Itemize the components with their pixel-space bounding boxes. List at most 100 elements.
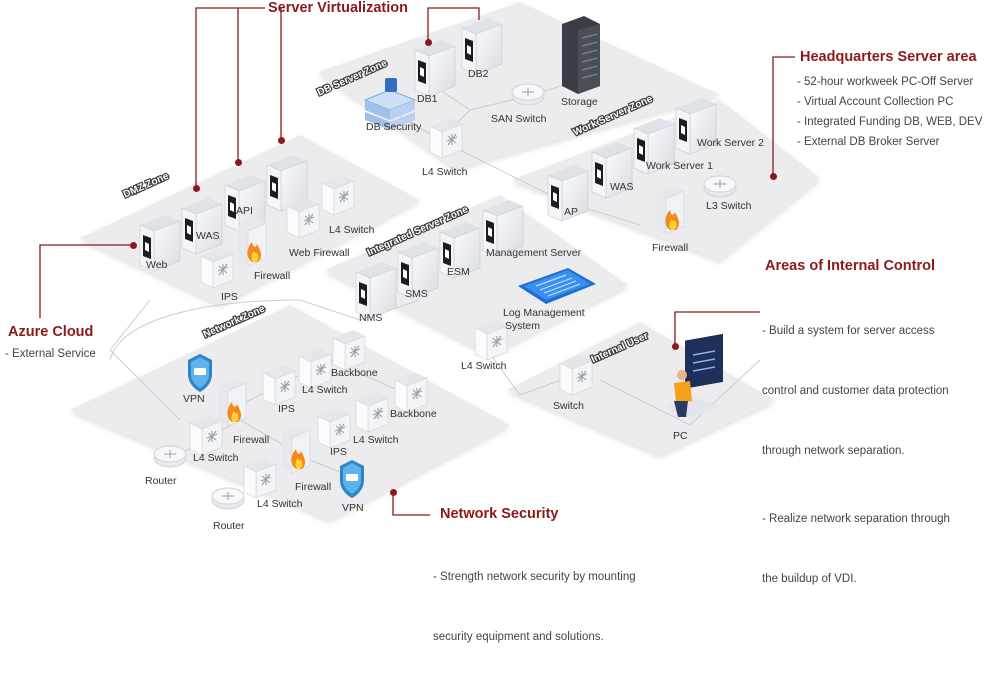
vpn-shield-icon [188,354,212,392]
server-icon [439,222,481,279]
callout-lines [39,7,795,516]
switch-icon [355,392,389,433]
azure-cloud-title: Azure Cloud [8,324,94,340]
firewall-icon [218,378,247,427]
server-icon [675,98,717,155]
label-l3-switch: L3 Switch [706,200,752,212]
server-icon [224,175,266,232]
label-l4-switch-int: L4 Switch [461,360,507,372]
internal-control-item: - Realize network separation through [762,513,950,525]
network-security-title: Network Security [440,506,559,522]
switch-icon [321,175,355,216]
label-l4-switch-dmz: L4 Switch [329,224,375,236]
internal-control-item: through network separation. [762,445,905,457]
server-icon [461,18,503,75]
label-web-firewall: Web Firewall [289,247,350,259]
label-db1: DB1 [417,93,438,105]
server-icon [355,262,397,319]
work-zone-platform [512,100,820,260]
callout-dot-internal [672,343,679,350]
label-firewall-work: Firewall [652,242,689,254]
callout-dot-network [390,489,397,496]
router-icon [703,175,737,198]
label-pc: PC [673,430,688,442]
network-security-item: security equipment and solutions. [433,631,604,643]
vpn-shield-icon [340,460,364,498]
label-san-switch: SAN Switch [491,113,547,125]
label-firewall-dmz: Firewall [254,270,291,282]
server-icon [139,215,181,272]
server-icon [266,155,308,212]
headquarters-item: - 52-hour workweek PC-Off Server [797,76,974,88]
label-ips-dmz: IPS [221,291,238,303]
switch-icon [286,198,320,239]
firewall-icon [282,425,311,474]
label-firewall-net-1: Firewall [233,434,270,446]
firewall-icon [656,186,685,235]
label-db-security: DB Security [366,121,422,133]
switch-icon [298,348,332,389]
internal-control-item: control and customer data protection [762,385,949,397]
label-management-server: Management Server [486,247,582,259]
label-l4-switch-net-2: L4 Switch [353,434,399,446]
switch-icon [332,330,366,371]
headquarters-list: - 52-hour workweek PC-Off Server - Virtu… [797,72,982,152]
label-was-dmz: WAS [196,230,220,242]
user-icon [677,370,687,380]
label-vpn-2: VPN [342,502,364,514]
callout-dot-dmz-server [278,137,285,144]
switch-icon [262,365,296,406]
label-backbone-2: Backbone [390,408,437,420]
label-work-server-2: Work Server 2 [697,137,764,149]
label-esm: ESM [447,266,470,278]
callout-dot-db1 [425,39,432,46]
switch-icon [200,248,234,289]
label-l4-switch-net-3: L4 Switch [193,452,239,464]
headquarters-item: - Integrated Funding DB, WEB, DEV [797,116,983,128]
server-icon [397,242,439,299]
label-l4-switch-net-4: L4 Switch [257,498,303,510]
pc-workstation-icon [665,333,723,419]
headquarters-item: - External DB Broker Server [797,136,940,148]
router-icon [511,83,545,106]
label-nms: NMS [359,312,383,324]
switch-icon [189,415,223,456]
integrated-zone-platform [325,195,628,355]
label-db2: DB2 [468,68,489,80]
internal-zone-platform [507,322,775,455]
diagram-canvas [39,2,820,520]
server-icon [547,165,589,222]
callout-dot-was [193,185,200,192]
label-ips-net-2: IPS [330,446,347,458]
label-router-2: Router [213,520,245,532]
router-icon [153,445,187,468]
switch-icon [559,355,593,396]
label-storage: Storage [561,96,598,108]
label-router-1: Router [145,475,177,487]
switch-icon [317,408,351,449]
server-virtualization-title: Server Virtualization [268,0,408,16]
label-was-work: WAS [610,181,634,193]
db-security-icon [363,78,417,130]
label-vpn-1: VPN [183,393,205,405]
internal-control-item: - Build a system for server access [762,325,935,337]
label-work-server-1: Work Server 1 [646,160,713,172]
switch-icon [243,458,277,499]
server-icon [633,118,675,175]
headquarters-item: - Virtual Account Collection PC [797,96,954,108]
internal-control-title: Areas of Internal Control [765,258,935,274]
azure-cloud-list: - External Service [5,344,96,364]
internal-control-item: the buildup of VDI. [762,573,857,585]
azure-cloud-item: - External Service [5,348,96,360]
callout-dot-api [235,159,242,166]
callout-dot-azure [130,242,137,249]
server-icon [414,40,456,97]
log-monitor-icon [518,268,596,304]
label-api: API [236,205,253,217]
label-firewall-net-2: Firewall [295,481,332,493]
switch-icon [429,118,463,159]
label-backbone-1: Backbone [331,367,378,379]
network-zone-platform [70,305,510,520]
server-icon [482,200,524,257]
label-switch: Switch [553,400,584,412]
